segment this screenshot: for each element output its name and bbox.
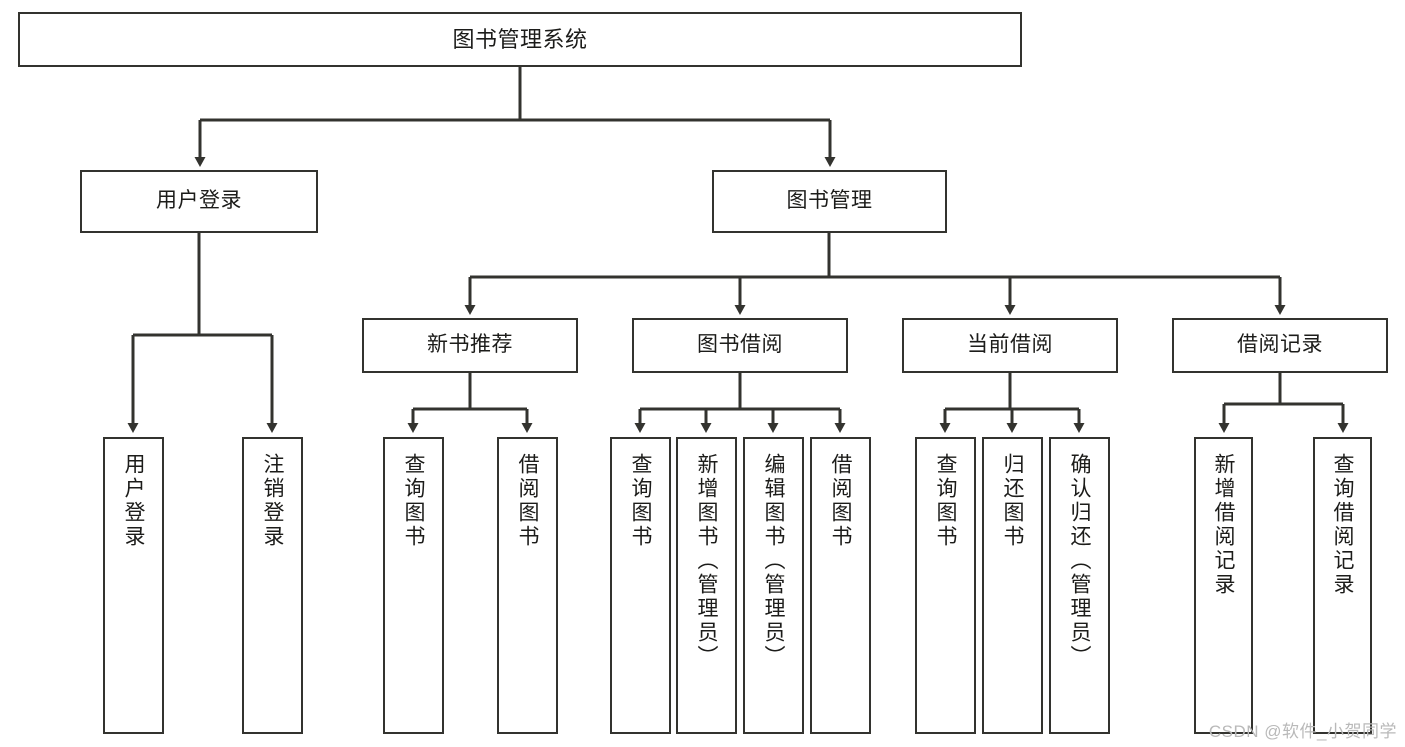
- node-label: 图书管理: [786, 189, 873, 213]
- node-label: 用户登录: [122, 453, 145, 549]
- node-label: 新增借阅记录: [1212, 453, 1235, 597]
- leaf-query-book-recommend[interactable]: 查询图书: [383, 437, 444, 734]
- leaf-query-book-borrow[interactable]: 查询图书: [610, 437, 671, 734]
- node-label: 查询借阅记录: [1331, 453, 1354, 597]
- node-book-management-system[interactable]: 图书管理系统: [18, 12, 1022, 67]
- node-label: 查询图书: [402, 453, 425, 549]
- node-label: 借阅图书: [516, 453, 539, 549]
- node-label: 归还图书: [1001, 453, 1024, 549]
- node-label: 当前借阅: [967, 333, 1053, 357]
- leaf-edit-book-admin[interactable]: 编辑图书（管理员）: [743, 437, 804, 734]
- node-label: 注销登录: [261, 453, 284, 549]
- node-user-login[interactable]: 用户登录: [80, 170, 318, 233]
- node-borrow-record[interactable]: 借阅记录: [1172, 318, 1388, 373]
- leaf-borrow-book-recommend[interactable]: 借阅图书: [497, 437, 558, 734]
- node-new-book-recommend[interactable]: 新书推荐: [362, 318, 578, 373]
- node-current-borrow[interactable]: 当前借阅: [902, 318, 1118, 373]
- leaf-add-borrow-record[interactable]: 新增借阅记录: [1194, 437, 1253, 734]
- leaf-query-borrow-record[interactable]: 查询借阅记录: [1313, 437, 1372, 734]
- leaf-query-book-current[interactable]: 查询图书: [915, 437, 976, 734]
- node-label: 借阅图书: [829, 453, 852, 549]
- leaf-return-book[interactable]: 归还图书: [982, 437, 1043, 734]
- leaf-user-login[interactable]: 用户登录: [103, 437, 164, 734]
- leaf-confirm-return-admin[interactable]: 确认归还（管理员）: [1049, 437, 1110, 734]
- node-label: 新增图书（管理员）: [695, 453, 718, 669]
- leaf-add-book-admin[interactable]: 新增图书（管理员）: [676, 437, 737, 734]
- node-book-management[interactable]: 图书管理: [712, 170, 947, 233]
- node-label: 编辑图书（管理员）: [762, 453, 785, 669]
- node-label: 查询图书: [629, 453, 652, 549]
- node-book-borrow[interactable]: 图书借阅: [632, 318, 848, 373]
- node-label: 图书借阅: [697, 333, 783, 357]
- node-label: 用户登录: [156, 189, 242, 213]
- leaf-logout[interactable]: 注销登录: [242, 437, 303, 734]
- leaf-borrow-book[interactable]: 借阅图书: [810, 437, 871, 734]
- node-label: 确认归还（管理员）: [1068, 453, 1091, 669]
- node-label: 新书推荐: [427, 333, 513, 357]
- node-label: 查询图书: [934, 453, 957, 549]
- node-label: 借阅记录: [1237, 333, 1323, 357]
- node-label: 图书管理系统: [452, 26, 588, 52]
